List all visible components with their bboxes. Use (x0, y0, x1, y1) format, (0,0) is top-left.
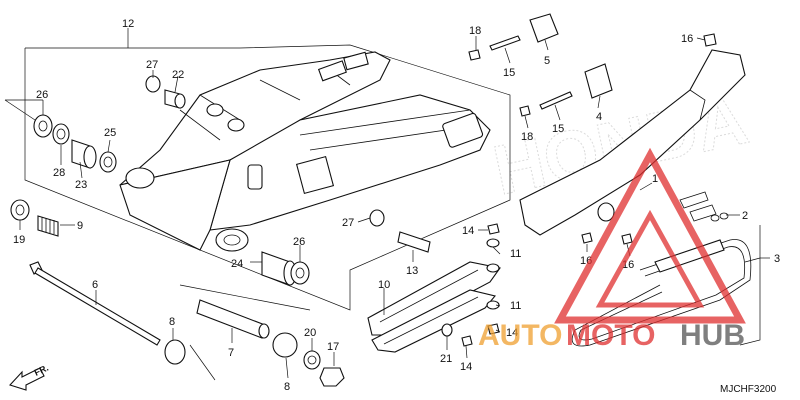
part-16-bolt-top (703, 33, 717, 47)
callout-14a: 14 (462, 225, 474, 237)
callout-9: 9 (77, 220, 83, 232)
callout-14b: 14 (506, 327, 518, 339)
part-17-nut (319, 367, 345, 387)
callout-6: 6 (92, 279, 98, 291)
callout-5: 5 (544, 55, 550, 67)
swingarm (119, 51, 491, 252)
part-18-nut-2 (519, 105, 531, 117)
callout-26: 26 (36, 89, 48, 101)
part-14-bolt-mid (487, 323, 500, 335)
callout-24: 24 (231, 258, 243, 270)
callout-25: 25 (104, 127, 116, 139)
callout-1: 1 (652, 173, 658, 185)
part-15-bolt-2 (539, 91, 573, 110)
part-26-seal-right (290, 261, 310, 285)
front-direction-arrow: FR. (9, 363, 50, 391)
callout-18a: 18 (469, 25, 481, 37)
callout-12: 12 (122, 18, 134, 30)
part-4-cap (584, 63, 613, 99)
part-14-bolt-bottom (461, 335, 473, 347)
part-8-bushing-right (272, 332, 298, 358)
part-9-spring (37, 215, 59, 237)
group-bracket-3 (739, 225, 761, 346)
callout-23: 23 (75, 179, 87, 191)
part-15-bolt (489, 35, 521, 51)
callout-7: 7 (228, 347, 234, 359)
pivot-guide-line (179, 284, 311, 311)
callout-16a: 16 (681, 33, 693, 45)
watermark-triangle-outer (554, 147, 746, 324)
bracket-set (679, 191, 729, 222)
callout-22: 22 (172, 69, 184, 81)
part-16-bolt-a (581, 232, 593, 244)
watermark-text-auto: AUTO (478, 319, 562, 352)
part-20-washer (303, 350, 321, 370)
part-21-washer (441, 323, 453, 337)
part-13-collar (397, 231, 431, 253)
part-19-nut (10, 199, 30, 221)
direction-label: FR. (33, 363, 50, 378)
top-hardware (468, 13, 717, 117)
callout-19: 19 (13, 234, 25, 246)
group-bracket-12 (24, 44, 511, 311)
chain-case (519, 49, 746, 245)
callout-27b: 27 (342, 217, 354, 229)
callout-3: 3 (774, 253, 780, 265)
callout-11a: 11 (510, 248, 521, 260)
callout-17: 17 (327, 341, 339, 353)
callout-13: 13 (406, 265, 418, 277)
part-27-seal (145, 75, 161, 93)
part-14-bolt-top (487, 223, 500, 235)
diagram-code: MJCHF3200 (720, 384, 777, 395)
part-8-bushing (164, 339, 186, 365)
callout-10: 10 (378, 279, 390, 291)
callout-11b: 11 (510, 300, 521, 312)
callout-8b: 8 (284, 381, 290, 393)
callout-4: 4 (596, 111, 602, 123)
part-11-collar-top (486, 238, 500, 248)
part-27-seal-right (369, 209, 385, 227)
part-28-collar (52, 123, 70, 145)
part-18-nut (468, 49, 481, 61)
watermark-triangle-inner (595, 209, 705, 308)
callout-labels: 12 27 22 26 28 23 25 19 9 6 27 24 26 13 … (13, 18, 780, 393)
callout-15b: 15 (552, 123, 564, 135)
leader-lines (4, 28, 761, 379)
pivot-bolt (29, 261, 161, 346)
part-25-seal (99, 151, 117, 173)
callout-8a: 8 (169, 316, 175, 328)
chain-slider (367, 223, 501, 353)
callout-26b: 26 (293, 236, 305, 248)
part-5-cap (529, 13, 559, 43)
part-26-seal (33, 114, 53, 138)
part-16-bolt-b (621, 233, 633, 245)
callout-21: 21 (440, 353, 452, 365)
callout-27: 27 (146, 59, 158, 71)
watermark-text-hub: HUB (680, 319, 745, 352)
callout-28: 28 (53, 167, 65, 179)
callout-14c: 14 (460, 361, 472, 373)
watermark-text-moto: MOTO (566, 319, 655, 352)
right-pivot-parts (164, 209, 431, 387)
callout-15a: 15 (503, 67, 515, 79)
part-7-collar (196, 299, 266, 339)
callout-2: 2 (742, 210, 748, 222)
left-pivot-parts (10, 75, 186, 237)
callout-20: 20 (304, 327, 316, 339)
drive-chain (571, 239, 752, 347)
part-11-collar-bottom (486, 300, 500, 310)
watermark-logo: AUTO MOTO HUB (478, 147, 746, 352)
callout-18b: 18 (521, 131, 533, 143)
